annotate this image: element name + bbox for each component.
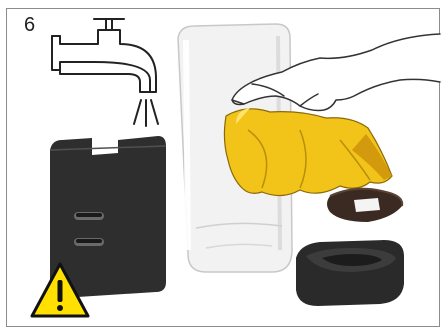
container-base <box>296 240 404 306</box>
filter-disc <box>327 189 402 222</box>
cleaning-cloth <box>224 108 392 196</box>
water-faucet-icon <box>52 19 158 126</box>
milk-container-cover <box>50 136 166 298</box>
